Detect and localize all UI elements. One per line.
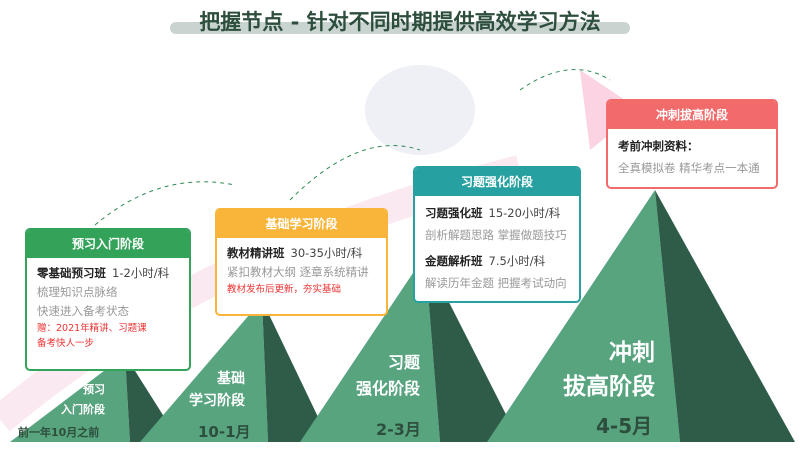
stage-card-4: 冲刺拔高阶段 考前冲刺资料： 全真模拟卷 精华考点一本通 xyxy=(606,99,778,189)
card-title: 基础学习阶段 xyxy=(217,210,386,238)
label-line: 强化阶段 xyxy=(355,379,420,398)
course-hours: 1-2小时/科 xyxy=(112,266,170,280)
mountain-2 xyxy=(140,300,268,442)
label-line: 冲刺 xyxy=(609,340,655,366)
card-title: 预习入门阶段 xyxy=(27,230,189,258)
period-4: 4-5月 xyxy=(596,414,653,438)
person-illustration xyxy=(365,65,475,155)
dashed-arrow xyxy=(289,145,421,201)
label-line: 习题 xyxy=(387,353,420,372)
title-underline xyxy=(170,22,630,34)
stage-card-2: 基础学习阶段 教材精讲班 30-35小时/科 紧扣教材大纲 逐章系统精讲 教材发布… xyxy=(215,208,388,316)
label-line: 预习 xyxy=(83,383,105,396)
mountain-1 xyxy=(10,355,130,442)
course-note: 备考快人一步 xyxy=(37,338,95,349)
mountain-4-shadow xyxy=(655,190,795,442)
mountain-label-2: 基础学习阶段 xyxy=(170,368,245,412)
label-line: 学习阶段 xyxy=(189,393,245,409)
course-desc: 全真模拟卷 精华考点一本通 xyxy=(618,161,760,175)
card-title: 冲刺拔高阶段 xyxy=(608,101,776,129)
course-desc: 解读历年金题 把握考试动向 xyxy=(425,276,567,290)
course-hours: 30-35小时/科 xyxy=(290,246,363,260)
mountain-3 xyxy=(300,255,440,442)
mountain-label-4: 冲刺拔高阶段 xyxy=(540,336,655,404)
period-1: 前一年10月之前 xyxy=(18,426,100,439)
mountain-4 xyxy=(487,190,680,442)
course-hours: 15-20小时/科 xyxy=(488,206,561,220)
course-name: 习题强化班 xyxy=(425,206,483,220)
course-name: 金题解析班 xyxy=(425,254,483,268)
course-note: 赠：2021年精讲、习题课 xyxy=(37,323,147,334)
period-3: 2-3月 xyxy=(376,420,421,439)
label-line: 拔高阶段 xyxy=(563,374,655,400)
mountain-label-1: 预习入门阶段 xyxy=(40,380,105,420)
course-desc: 剖析解题思路 掌握做题技巧 xyxy=(425,228,567,242)
course-desc: 梳理知识点脉络 xyxy=(37,285,118,299)
course-desc: 紧扣教材大纲 逐章系统精讲 xyxy=(227,265,369,279)
course-name: 教材精讲班 xyxy=(227,246,285,260)
mountain-label-3: 习题强化阶段 xyxy=(335,350,420,402)
course-name: 零基础预习班 xyxy=(37,266,106,280)
dashed-arrow xyxy=(94,181,236,226)
card-title: 习题强化阶段 xyxy=(415,168,579,196)
page-title: 把握节点 - 针对不同时期提供高效学习方法 xyxy=(199,10,601,34)
stage-card-3: 习题强化阶段 习题强化班 15-20小时/科 剖析解题思路 掌握做题技巧 金题解析… xyxy=(413,166,581,303)
period-2: 10-1月 xyxy=(198,423,251,441)
course-name: 考前冲刺资料： xyxy=(618,139,699,153)
course-hours: 7.5小时/科 xyxy=(488,254,546,268)
mountain-2-shadow xyxy=(262,300,330,442)
label-line: 基础 xyxy=(217,371,245,387)
stage-card-1: 预习入门阶段 零基础预习班 1-2小时/科 梳理知识点脉络 快速进入备考状态 赠：… xyxy=(25,228,191,371)
course-note: 教材发布后更新，夯实基础 xyxy=(227,284,342,295)
label-line: 入门阶段 xyxy=(61,403,105,416)
course-desc: 快速进入备考状态 xyxy=(37,304,129,318)
